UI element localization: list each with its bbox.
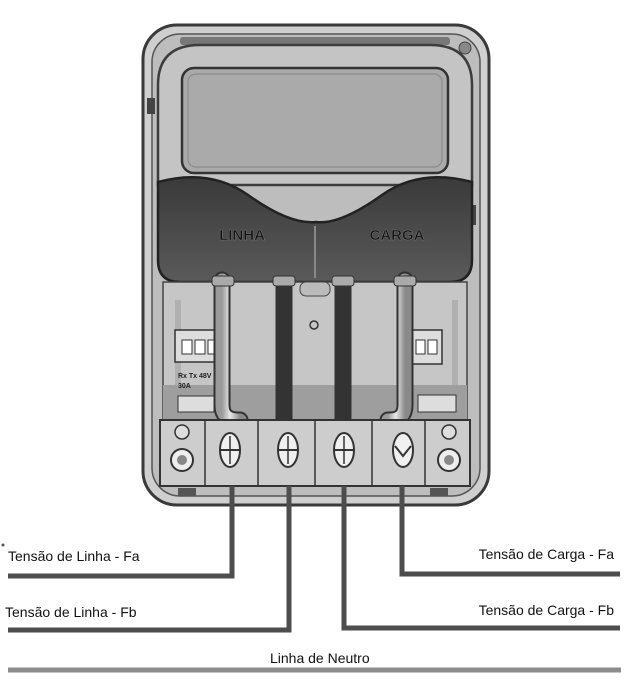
display-window [180, 66, 450, 175]
wire-line-fb [8, 486, 292, 633]
label-line-fb: Tensão de Linha - Fb [5, 604, 137, 620]
terminal-screw-3 [333, 432, 355, 468]
terminal-screw-2 [277, 432, 299, 468]
label-neutral: Linha de Neutro [270, 650, 370, 666]
internal-cables [211, 271, 417, 429]
line-side-label: LINHA [219, 227, 265, 244]
right-connector [409, 329, 457, 413]
terminal-label-band: LINHA CARGA [156, 176, 474, 284]
wire-line-fa [8, 486, 235, 579]
load-side-label: CARGA [370, 227, 425, 244]
connector-small-text-1: Rx Tx 48V [178, 373, 212, 380]
terminal-screw-4 [392, 432, 414, 468]
label-load-fa: Tensão de Carga - Fa [478, 546, 614, 562]
wire-load-fa [399, 486, 620, 577]
wire-load-fb [341, 486, 620, 631]
terminal-strip [159, 419, 471, 496]
terminal-screw-1 [219, 432, 241, 468]
external-wires [1, 486, 621, 673]
connector-small-text-2: 30A [178, 383, 191, 390]
label-load-fb: Tensão de Carga - Fb [478, 602, 614, 618]
label-line-fa: Tensão de Linha - Fa [8, 548, 140, 564]
